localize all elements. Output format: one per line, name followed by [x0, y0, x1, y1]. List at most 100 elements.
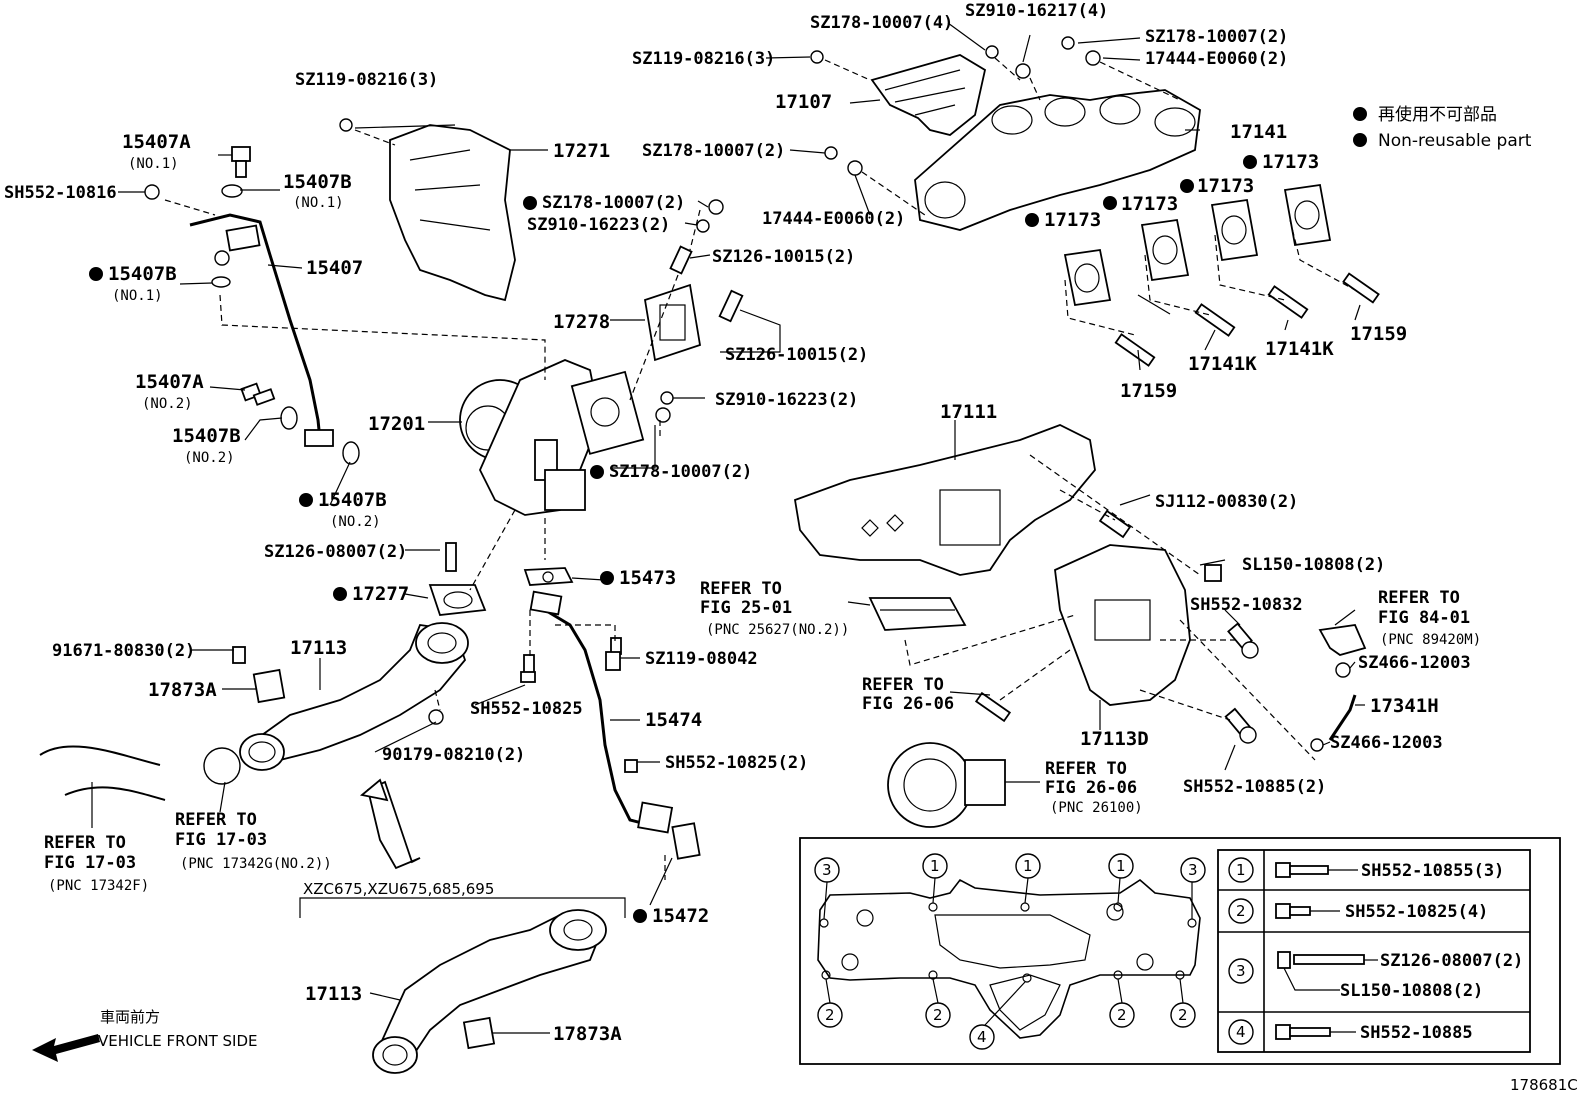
callout-1-b [1015, 853, 1041, 879]
label-sz178-10007-2-mid: SZ178-10007(2) [642, 141, 785, 161]
label-17141k-a: 17141K [1188, 353, 1257, 375]
label-sz910-16223-2-bot: SZ910-16223(2) [715, 390, 858, 410]
callout-2-d [1170, 1002, 1196, 1028]
svg-text:2: 2 [1178, 1006, 1188, 1024]
label-90179-08210: 90179-08210(2) [382, 745, 525, 765]
svg-text:3: 3 [1188, 861, 1198, 879]
non-reusable-marker-icon [299, 493, 313, 507]
turbocharger-17201-shape [459, 359, 645, 516]
label-15472: 15472 [652, 905, 709, 927]
direction-arrow-icon [366, 780, 421, 870]
label-17113d: 17113D [1080, 728, 1149, 750]
label-sz126-08007: SZ126-08007(2) [264, 542, 407, 562]
label-refer-25-01-a: REFER TO [700, 579, 782, 599]
label-refer-26-06b-c: (PNC 26100) [1050, 800, 1143, 816]
label-sh552-10885-2: SH552-10885(2) [1183, 777, 1326, 797]
label-sh552-10825: SH552-10825 [470, 699, 583, 719]
label-sh552-10825-2: SH552-10825(2) [665, 753, 808, 773]
label-sz119-08216-3-top: SZ119-08216(3) [632, 49, 775, 69]
callout-1-a [922, 853, 948, 879]
label-refer-26-06b-a: REFER TO [1045, 759, 1127, 779]
throttle-body-shape [887, 742, 1006, 828]
svg-text:3: 3 [1236, 962, 1246, 980]
vehicle-front-arrow-icon [32, 1034, 100, 1062]
label-sz178-10007-4: SZ178-10007(4) [810, 13, 953, 33]
part-drawings [39, 36, 1380, 1074]
legend: 再使用不可部品 Non-reusable part [1353, 104, 1532, 151]
label-sh552-10816: SH552-10816 [4, 183, 117, 203]
bolt-row-1: 1 SH552-10855(3) [1228, 857, 1504, 883]
intake-manifold-17111-shape [793, 424, 1096, 576]
label-refer-17-03-a: REFER TO [175, 810, 257, 830]
svg-text:2: 2 [825, 1006, 835, 1024]
heat-insulator-17271-shape [389, 124, 516, 302]
label-no1-b: (NO.1) [293, 195, 344, 211]
exhaust-manifold-17141-shape [914, 89, 1201, 231]
non-reusable-marker-icon [1243, 155, 1257, 169]
non-reusable-marker-icon [590, 465, 604, 479]
label-sz126-10015-2-top: SZ126-10015(2) [712, 247, 855, 267]
label-15407b-no2: 15407B [172, 425, 241, 447]
non-reusable-marker-icon [1103, 196, 1117, 210]
label-15473: 15473 [619, 567, 676, 589]
non-reusable-marker-icon [1353, 133, 1367, 147]
label-refer-17-03f-a: REFER TO [44, 833, 126, 853]
label-refer-84-01-c: (PNC 89420M) [1380, 632, 1481, 648]
callout-2-c [1109, 1002, 1135, 1028]
label-17271: 17271 [553, 140, 610, 162]
label-17873a-top: 17873A [148, 679, 217, 701]
exhaust-pipe-17113-bottom-shape [378, 913, 602, 1062]
label-no1-c: (NO.1) [112, 288, 163, 304]
label-17173-d: 17173 [1044, 209, 1101, 231]
non-reusable-marker-icon [600, 571, 614, 585]
gaskets-17173 [1063, 183, 1332, 307]
label-sz119-08042: SZ119-08042 [645, 649, 758, 669]
label-15474: 15474 [645, 709, 702, 731]
label-sz466-12003-top: SZ466-12003 [1358, 653, 1471, 673]
label-refer-84-01-a: REFER TO [1378, 588, 1460, 608]
svg-text:2: 2 [933, 1006, 943, 1024]
label-refer-25-01-c: (PNC 25627(NO.2)) [706, 622, 849, 638]
label-17173-c: 17173 [1121, 193, 1178, 215]
label-17341h: 17341H [1370, 695, 1439, 717]
non-reusable-marker-icon [1353, 107, 1367, 121]
callout-3-left [814, 857, 840, 883]
label-refer-26-06-b: FIG 26-06 [862, 694, 954, 714]
bolt-row-4: 4 SH552-10885 [1228, 1019, 1473, 1045]
label-17173-b: 17173 [1197, 175, 1254, 197]
label-refer-17-03-c: (PNC 17342G(NO.2)) [180, 856, 332, 872]
label-17159-a: 17159 [1120, 380, 1177, 402]
label-17444-e0060-top: 17444-E0060(2) [1145, 49, 1288, 69]
svg-text:3: 3 [822, 861, 832, 879]
direction-en: VEHICLE FRONT SIDE [98, 1032, 258, 1050]
label-sh552-10832: SH552-10832 [1190, 595, 1303, 615]
svg-text:1: 1 [1023, 857, 1033, 875]
label-17113-bot: 17113 [305, 983, 362, 1005]
non-reusable-marker-icon [89, 267, 103, 281]
bolt-row-1-part: SH552-10855(3) [1361, 861, 1504, 881]
label-refer-26-06-a: REFER TO [862, 675, 944, 695]
label-refer-25-01-b: FIG 25-01 [700, 598, 792, 618]
bolt-row-3-part: SZ126-08007(2) [1380, 951, 1523, 971]
label-15407a-no1: 15407A [122, 131, 191, 153]
leader-lines [91, 22, 1365, 1034]
label-17278: 17278 [553, 311, 610, 333]
svg-text:1: 1 [1236, 861, 1246, 879]
svg-text:2: 2 [1117, 1006, 1127, 1024]
bolt-row-2-part: SH552-10825(4) [1345, 902, 1488, 922]
label-17201: 17201 [368, 413, 425, 435]
svg-text:1: 1 [1116, 857, 1126, 875]
label-17107: 17107 [775, 91, 832, 113]
label-sz178-10007-2-top: SZ178-10007(2) [1145, 27, 1288, 47]
label-no2-a: (NO.2) [142, 396, 193, 412]
part-labels: SZ178-10007(4) SZ910-16217(4) SZ178-1000… [4, 1, 1578, 1094]
label-refer-84-01-b: FIG 84-01 [1378, 608, 1470, 628]
svg-text:4: 4 [977, 1028, 987, 1046]
legend-jp: 再使用不可部品 [1378, 104, 1497, 125]
label-17141: 17141 [1230, 121, 1287, 143]
bolt-row-4-part: SH552-10885 [1360, 1023, 1473, 1043]
label-15407: 15407 [306, 257, 363, 279]
non-reusable-marker-icon [523, 196, 537, 210]
label-17173-a: 17173 [1262, 151, 1319, 173]
gasket-17278-shape [643, 283, 702, 362]
